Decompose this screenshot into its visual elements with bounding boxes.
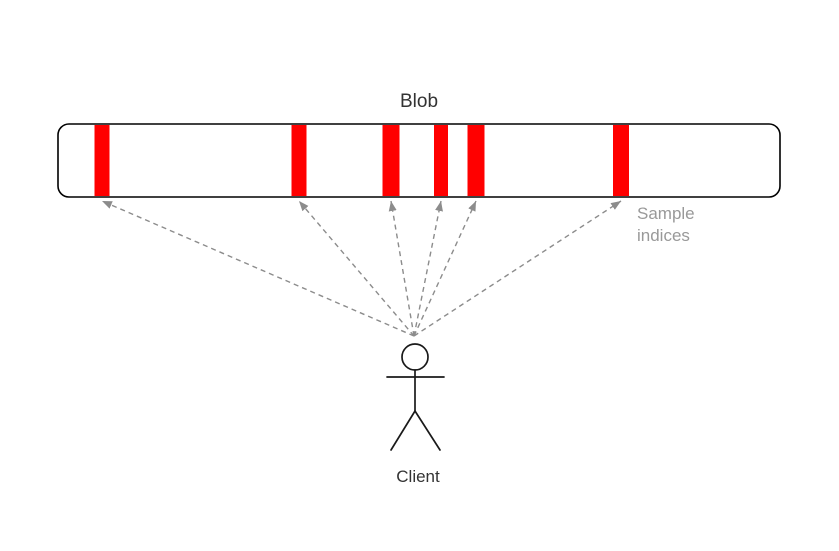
sample-arrow [413, 200, 477, 337]
blob-rect [57, 123, 781, 198]
blob-title: Blob [400, 91, 438, 112]
blob-stripe [291, 125, 307, 196]
actor-leg-right [414, 410, 441, 451]
sample-arrow [101, 200, 415, 337]
sample-arrow [298, 200, 415, 337]
blob-stripe [467, 125, 485, 196]
sample-arrows [101, 200, 622, 337]
blob-stripe [94, 125, 110, 196]
client-actor [386, 343, 445, 451]
sample-indices-label-line1: Sample [637, 204, 695, 223]
sample-arrow [413, 200, 443, 337]
actor-leg-left [390, 410, 416, 451]
sample-arrow [388, 200, 415, 337]
sample-indices-label-line2: indices [637, 226, 690, 245]
blob-stripe [382, 125, 400, 196]
blob-stripes [94, 125, 629, 196]
blob-stripe [613, 125, 629, 196]
blob-stripe [434, 125, 448, 196]
client-label: Client [396, 467, 440, 486]
actor-head [401, 343, 429, 371]
